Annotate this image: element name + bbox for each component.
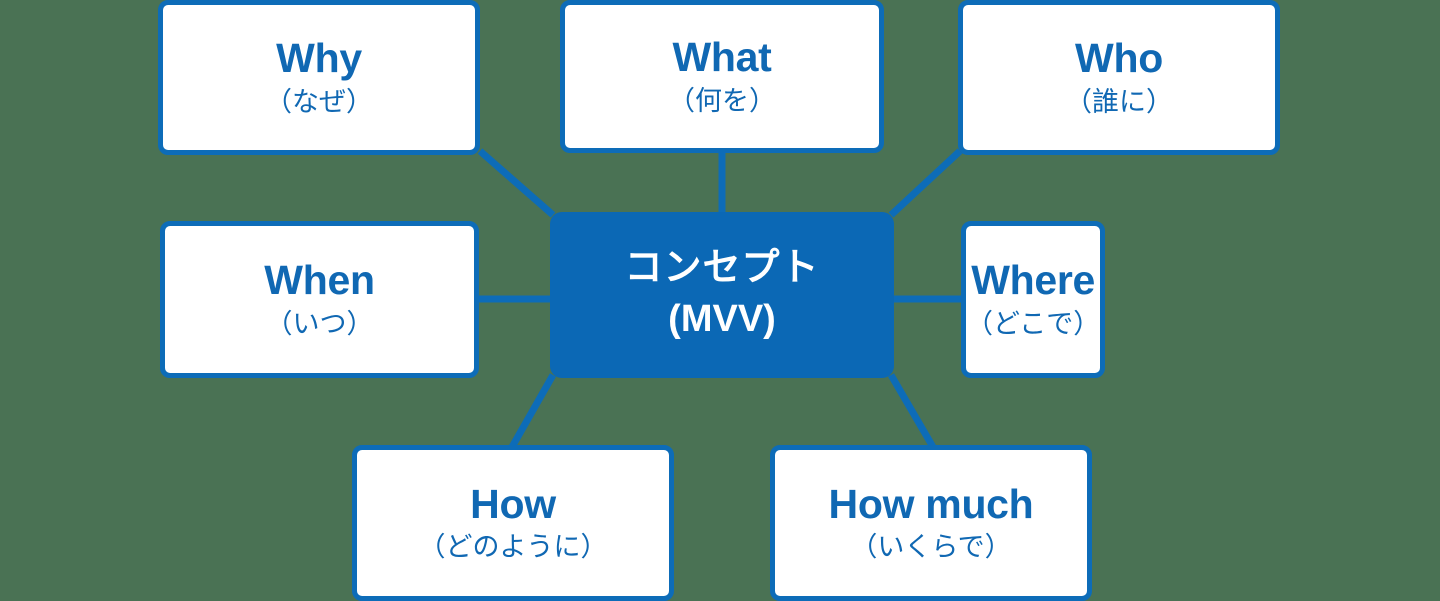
node-what[interactable]: What （何を）: [560, 0, 884, 153]
node-how-much-title: How much: [828, 480, 1034, 527]
node-where-subtitle: （どこで）: [966, 308, 1101, 339]
node-why-subtitle: （なぜ）: [265, 86, 373, 117]
node-what-title: What: [672, 34, 772, 81]
node-center-concept[interactable]: コンセプト (MVV): [550, 212, 894, 378]
node-how-title: How: [470, 480, 556, 527]
connector-howmuch-center: [887, 373, 937, 449]
node-who-title: Who: [1075, 35, 1163, 82]
node-how-much-subtitle: （いくらで）: [850, 532, 1012, 563]
node-who-subtitle: （誰に）: [1065, 86, 1173, 117]
connector-who-center: [888, 148, 963, 218]
node-when[interactable]: When （いつ）: [160, 221, 479, 378]
connector-how-center: [508, 373, 557, 449]
node-how-subtitle: （どのように）: [418, 532, 608, 563]
node-when-title: When: [264, 257, 375, 304]
node-where[interactable]: Where （どこで）: [961, 221, 1106, 378]
node-how[interactable]: How （どのように）: [352, 445, 674, 601]
node-who[interactable]: Who （誰に）: [958, 0, 1280, 155]
node-when-subtitle: （いつ）: [265, 308, 374, 339]
center-title: コンセプト: [624, 246, 820, 289]
node-why[interactable]: Why （なぜ）: [158, 0, 480, 155]
center-subtitle: (MVV): [668, 297, 776, 340]
node-what-subtitle: （何を）: [668, 85, 776, 116]
node-where-title: Where: [971, 257, 1095, 304]
node-why-title: Why: [276, 35, 362, 82]
connector-why-center: [477, 148, 556, 218]
node-how-much[interactable]: How much （いくらで）: [770, 445, 1092, 601]
